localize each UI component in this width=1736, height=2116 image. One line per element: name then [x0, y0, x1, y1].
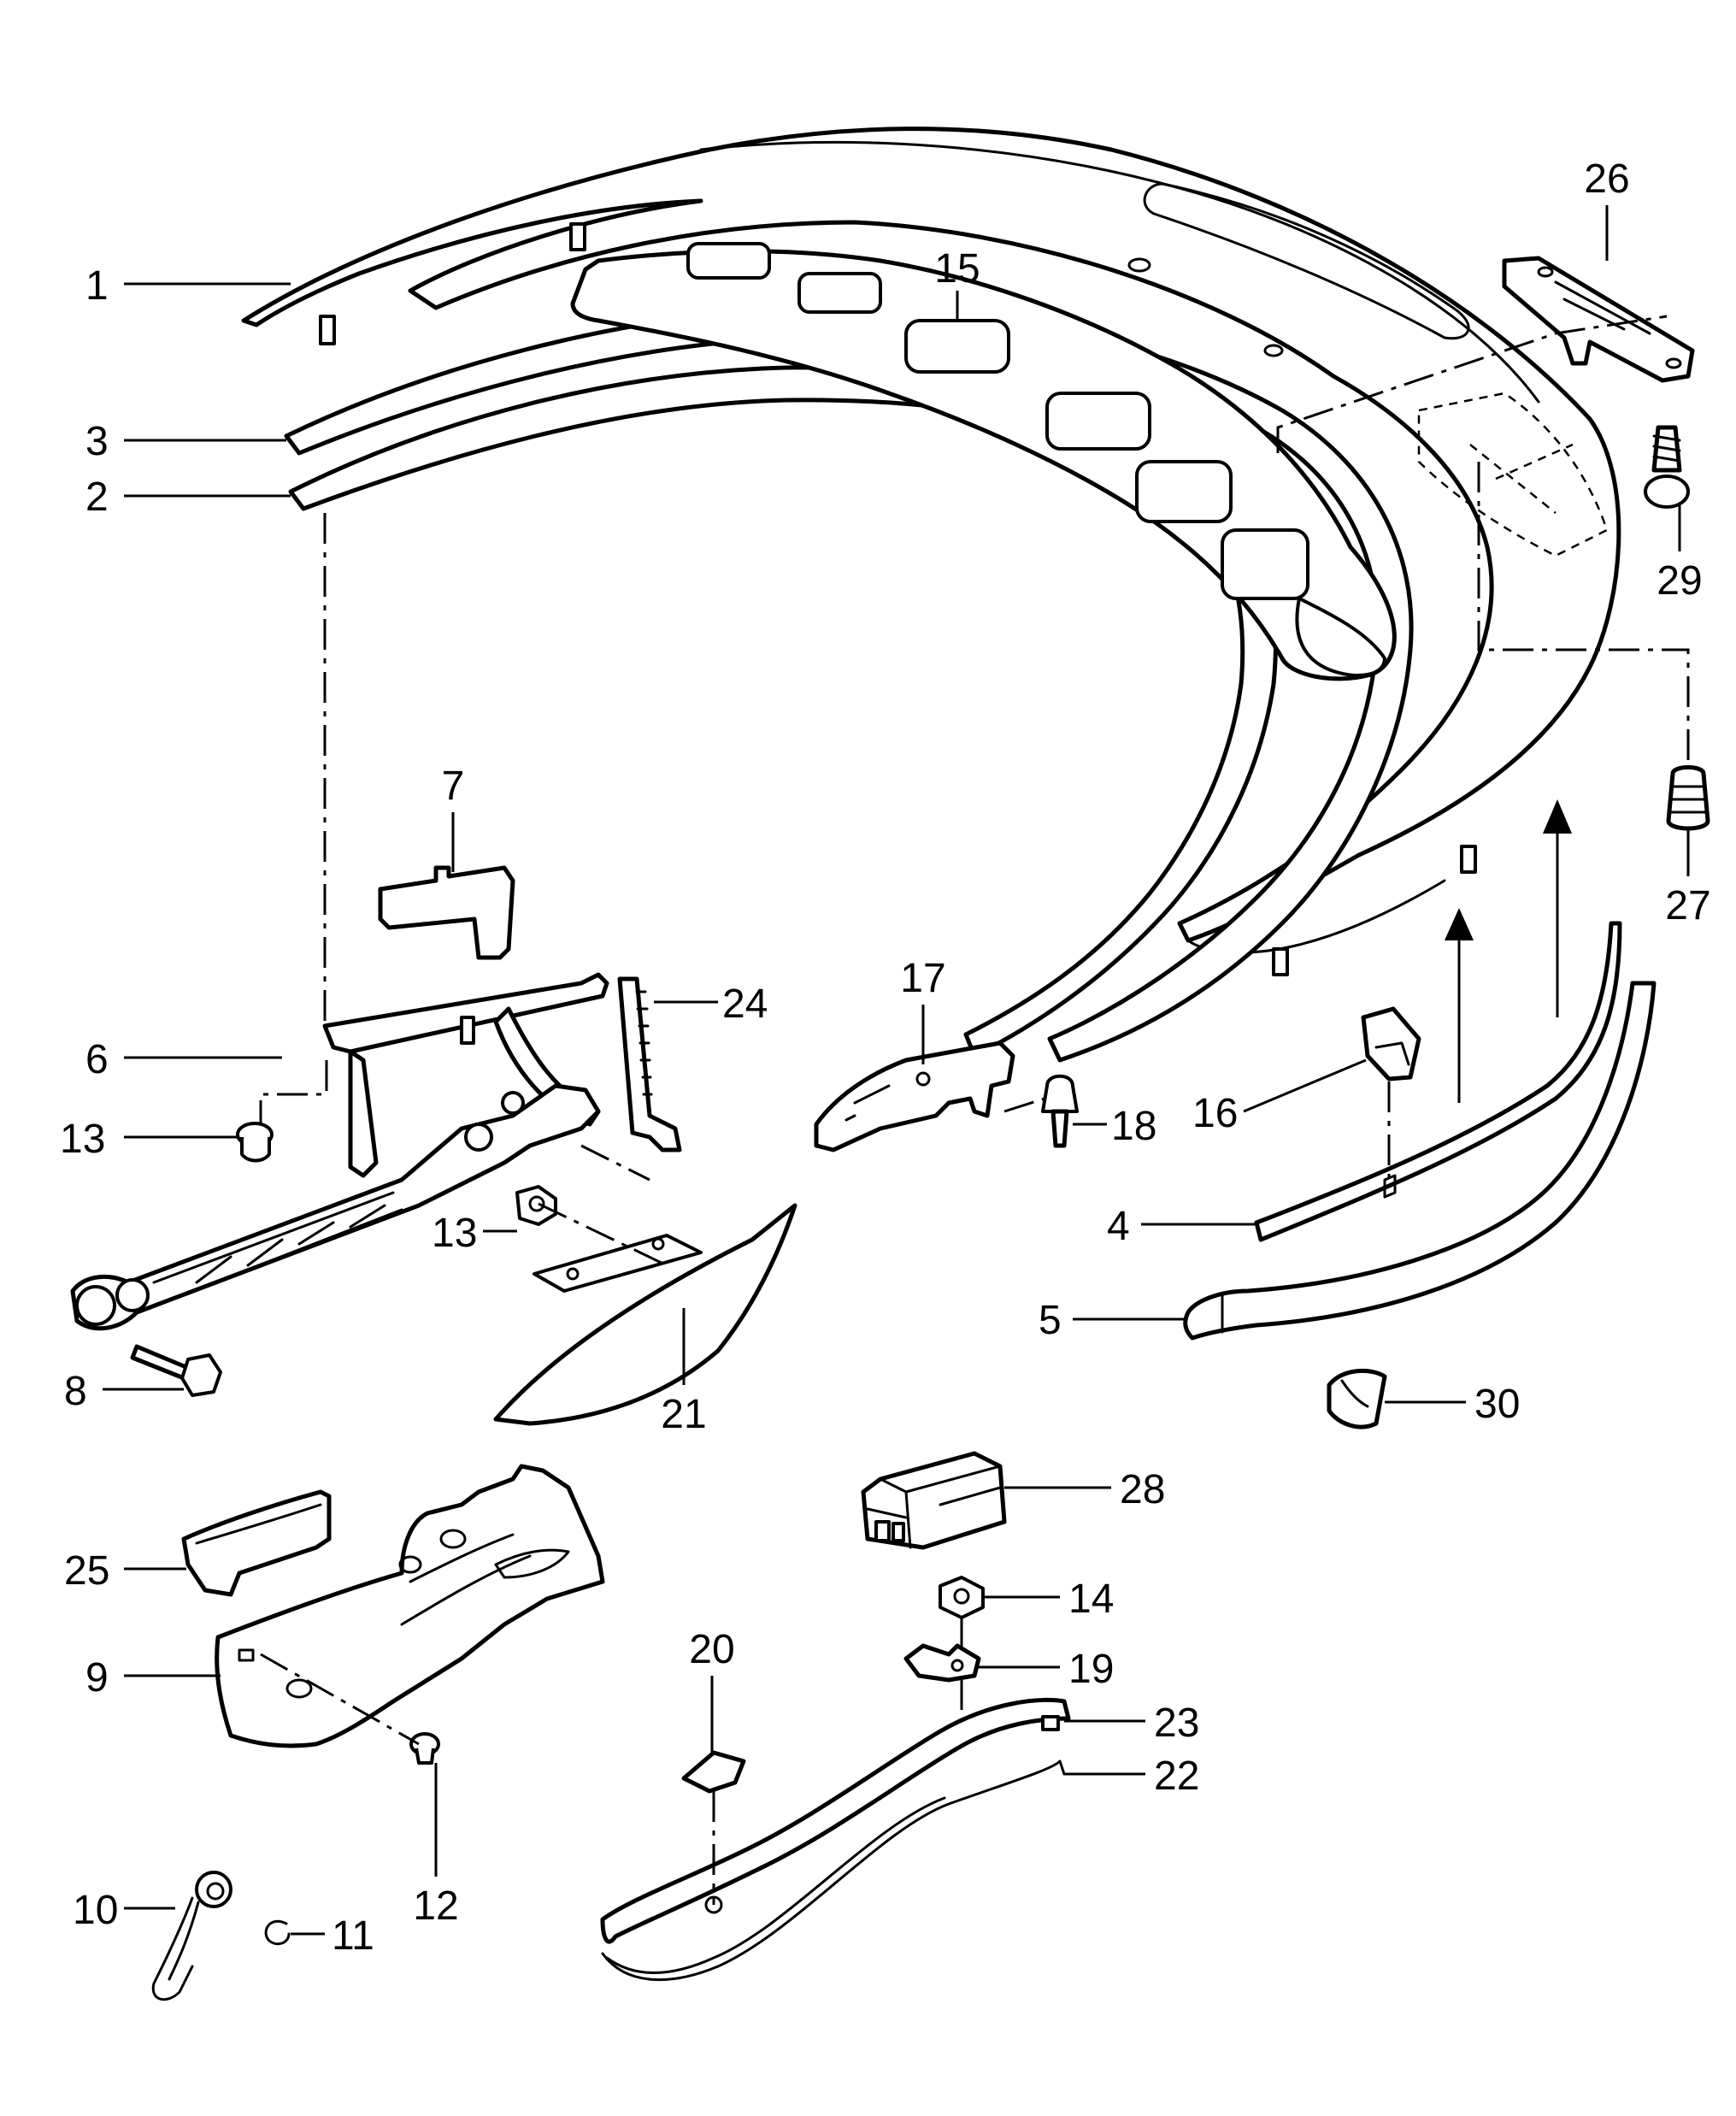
part-25-pad — [181, 1489, 332, 1597]
part-18-clip — [1041, 1074, 1079, 1148]
callout-24: 24 — [722, 981, 768, 1027]
part-13-nut-lower — [515, 1185, 557, 1226]
part-21-cover — [493, 1203, 797, 1426]
part-13-nut-upper — [236, 1122, 274, 1163]
part-6-bracket — [322, 972, 609, 1178]
part-15-foam-strip — [570, 242, 1397, 681]
callout-2: 2 — [85, 474, 109, 520]
part-19-clip — [903, 1643, 981, 1683]
callout-15: 15 — [934, 246, 980, 292]
part-5-seal — [1183, 981, 1657, 1341]
callout-23: 23 — [1154, 1700, 1199, 1746]
callout-16: 16 — [1192, 1091, 1238, 1136]
part-23-rail — [600, 1697, 1071, 1944]
part-20-clip — [681, 1750, 746, 1794]
callout-1: 1 — [85, 263, 109, 309]
assembly-lines — [259, 315, 1690, 1905]
callout-29: 29 — [1657, 558, 1702, 604]
callout-12: 12 — [413, 1883, 458, 1929]
callout-19: 19 — [1068, 1647, 1114, 1692]
part-22-cable — [601, 1759, 1066, 1982]
part-7-pad — [378, 865, 515, 960]
callout-30: 30 — [1474, 1382, 1520, 1427]
part-29-screw — [1644, 425, 1690, 509]
callout-6: 6 — [85, 1037, 109, 1082]
part-27-bumper — [1666, 765, 1710, 831]
part-9-tray — [215, 1464, 605, 1748]
callout-10: 10 — [73, 1888, 118, 1933]
part-1-hardtop-shell — [241, 127, 1621, 976]
callout-21: 21 — [661, 1392, 706, 1437]
callout-8: 8 — [64, 1369, 87, 1414]
part-12-plug — [409, 1732, 440, 1765]
callout-11: 11 — [332, 1913, 374, 1959]
part-8-bolt — [130, 1344, 222, 1397]
callout-4: 4 — [1107, 1204, 1130, 1249]
part-30-clip — [1327, 1368, 1387, 1429]
callout-3: 3 — [85, 419, 109, 464]
callout-9: 9 — [85, 1655, 109, 1700]
part-16-clip — [1361, 1006, 1421, 1082]
callout-labels: 1 3 2 26 15 29 27 7 24 17 6 13 13 18 16 … — [60, 156, 1711, 1959]
part-14-nut — [939, 1576, 985, 1619]
callout-28: 28 — [1120, 1467, 1165, 1512]
callout-18: 18 — [1111, 1104, 1156, 1149]
callout-7: 7 — [442, 763, 465, 809]
callout-26: 26 — [1584, 156, 1629, 202]
callout-25: 25 — [64, 1548, 109, 1594]
arm-linkage — [70, 1083, 601, 1331]
part-28-relay — [861, 1451, 1007, 1550]
callout-13-lower: 13 — [432, 1211, 477, 1256]
assembly-arrows — [1445, 799, 1572, 1103]
callout-leaders — [103, 205, 1690, 1936]
callout-5: 5 — [1039, 1298, 1062, 1343]
callout-27: 27 — [1665, 883, 1710, 928]
part-17-bracket — [814, 1040, 1015, 1152]
callout-22: 22 — [1154, 1754, 1199, 1799]
callout-20: 20 — [689, 1627, 734, 1672]
part-4-strip — [1254, 921, 1622, 1242]
part-10-clip — [151, 1871, 232, 2001]
part-11-clip — [264, 1920, 291, 1946]
callout-14: 14 — [1068, 1577, 1114, 1622]
callout-13-upper: 13 — [60, 1117, 105, 1162]
part-24-gear-strip — [617, 976, 682, 1152]
callout-17: 17 — [900, 956, 945, 1001]
